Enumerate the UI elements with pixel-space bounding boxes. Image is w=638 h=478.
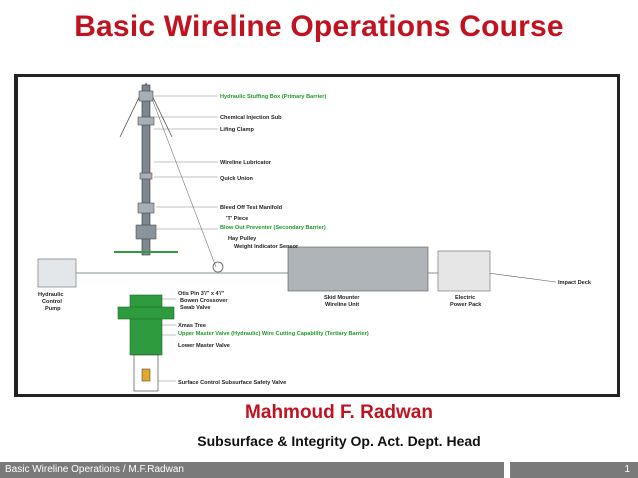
slide-footer: Basic Wireline Operations / M.F.Radwan 1 bbox=[0, 462, 638, 478]
label-swab-valve: Swab Valve bbox=[180, 305, 210, 311]
label-upper-master: Upper Master Valve (Hydraulic) Wire Cutt… bbox=[178, 331, 369, 337]
bleed-off-manifold bbox=[137, 202, 155, 214]
footer-gap bbox=[504, 462, 510, 478]
label-skid-1: Skid Mounter bbox=[324, 295, 360, 301]
author-role: Subsurface & Integrity Op. Act. Dept. He… bbox=[197, 433, 481, 449]
impact-deck-leader bbox=[487, 272, 557, 283]
label-power-2: Power Pack bbox=[450, 302, 482, 308]
author-name: Mahmoud F. Radwan bbox=[245, 402, 433, 423]
label-sscsv: Surface Control Subsurface Safety Valve bbox=[178, 380, 286, 386]
label-pump-3: Pump bbox=[45, 306, 61, 312]
slide-title: Basic Wireline Operations Course bbox=[74, 10, 564, 43]
wireline-schematic: Hydraulic Stuffing Box (Primary Barrier)… bbox=[37, 82, 592, 392]
skid-wireline-unit bbox=[287, 246, 429, 292]
xmas-tree bbox=[129, 294, 163, 356]
label-chemical-sub: Chemical Injection Sub bbox=[220, 115, 282, 121]
lubricator-stack bbox=[141, 84, 151, 256]
hay-pulley bbox=[212, 261, 224, 273]
page-number-box: 1 bbox=[510, 462, 638, 478]
bop bbox=[135, 224, 157, 240]
electric-power-pack bbox=[437, 250, 491, 292]
label-xmas-tree: Xmas Tree bbox=[178, 323, 206, 329]
label-hay-pulley: Hay Pulley bbox=[228, 236, 257, 242]
label-t-piece: 'T' Piece bbox=[226, 216, 248, 222]
footer-text: Basic Wireline Operations / M.F.Radwan bbox=[5, 464, 184, 475]
label-pump-2: Control bbox=[42, 299, 62, 305]
label-impact-deck: Impact Deck bbox=[558, 280, 592, 286]
footer-bar: Basic Wireline Operations / M.F.Radwan bbox=[0, 462, 504, 478]
wireline-diagram: Hydraulic Stuffing Box (Primary Barrier)… bbox=[14, 74, 620, 397]
page-number: 1 bbox=[624, 464, 630, 475]
label-lubricator: Wireline Lubricator bbox=[220, 160, 272, 166]
label-power-1: Electric bbox=[455, 295, 475, 301]
label-weight-sensor: Weight Indicator Sensor bbox=[234, 244, 299, 250]
stuffing-box bbox=[138, 90, 154, 102]
label-stuffing-box: Hydraulic Stuffing Box (Primary Barrier) bbox=[220, 94, 326, 100]
hydraulic-pump bbox=[37, 258, 77, 288]
label-bop: Blow Out Preventer (Secondary Barrier) bbox=[220, 225, 326, 231]
tree-wings bbox=[117, 306, 175, 320]
label-skid-2: Wireline Unit bbox=[325, 302, 359, 308]
label-pump-1: Hydraulic bbox=[38, 292, 64, 298]
sscsv bbox=[141, 368, 151, 382]
label-lifting-clamp: Lifing Clamp bbox=[220, 127, 254, 133]
wire-line bbox=[145, 82, 217, 268]
lifting-clamp bbox=[137, 116, 155, 126]
quick-union bbox=[139, 172, 153, 180]
label-quick-union: Quick Union bbox=[220, 176, 254, 182]
label-lower-master: Lower Master Valve bbox=[178, 343, 230, 349]
label-bleed-off: Bleed Off Test Manifold bbox=[220, 205, 283, 211]
label-otis-pin: Otis Pin 3'/" x 4'/" bbox=[178, 291, 225, 297]
label-bowen: Bowen Crossover bbox=[180, 298, 228, 304]
